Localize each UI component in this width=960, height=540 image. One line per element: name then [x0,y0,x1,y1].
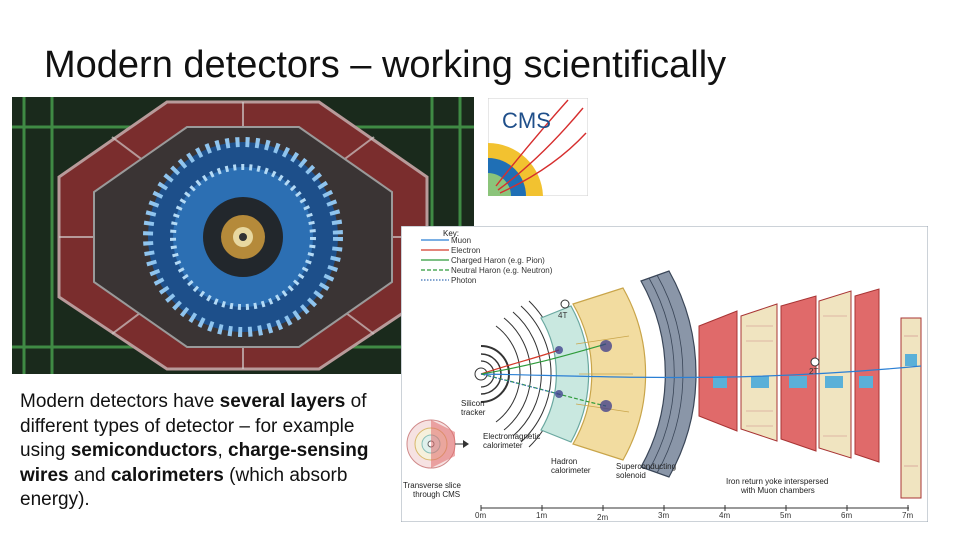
charged-hadron-track [480,343,607,375]
scale-label: 2m [597,513,608,522]
scale-label: 0m [475,511,486,520]
body-text-run: and [68,464,111,486]
body-text-emphasis: calorimeters [110,464,224,486]
key-label-charged-hadron: Charged Haron (e.g. Pion) [451,256,545,265]
body-text-emphasis: charge-sensing wires [20,440,369,486]
body-text-run: Modern detectors have [20,391,220,412]
body-text-run: , [217,440,229,461]
scale-label: 5m [780,511,791,520]
field-label-outer: 2T [809,367,818,376]
scale-label: 3m [658,511,669,520]
slide-title: Modern detectors – working scientificall… [44,44,727,86]
field-marker-inner: 4T [558,299,570,320]
scale-axis: 0m 1m 2m 3m 4m 5m 6m 7m [475,505,913,522]
electron-track [480,349,560,375]
cms-detector-photo [12,97,474,374]
body-text-emphasis: several layers [219,391,346,412]
scale-label: 6m [841,511,852,520]
key-label-electron: Electron [451,246,480,255]
body-text-emphasis: semiconductors [70,440,218,461]
key-label-photon: Photon [451,276,476,285]
iron-return-yoke [698,288,922,499]
photon-track [480,373,560,395]
logo-text: CMS [502,108,551,133]
ecal-wedge [540,305,590,443]
scale-label: 4m [719,511,730,520]
key-legend: Key: Muon Electron Charged Haron (e.g. P… [421,229,553,285]
key-title: Key: [443,229,459,238]
body-text: Modern detectors have several layers of … [20,390,400,513]
solenoid [640,270,697,478]
muon-track [480,365,922,379]
transverse-slice-inset [406,419,469,469]
scale-label: 1m [536,511,547,520]
body-text-run: of different types of detector – for exa… [20,391,367,461]
field-marker-outer: 2T [809,357,820,376]
neutral-hadron-track [480,373,607,407]
cms-transverse-slice-diagram: Key: Muon Electron Charged Haron (e.g. P… [401,226,928,522]
scale-label: 7m [902,511,913,520]
key-label-neutral-hadron: Neutral Haron (e.g. Neutron) [451,266,553,275]
cms-logo: CMS [488,98,588,196]
body-text-run: (which absorb energy). [20,464,348,511]
key-label-muon: Muon [451,236,471,245]
field-label-inner: 4T [558,311,567,320]
